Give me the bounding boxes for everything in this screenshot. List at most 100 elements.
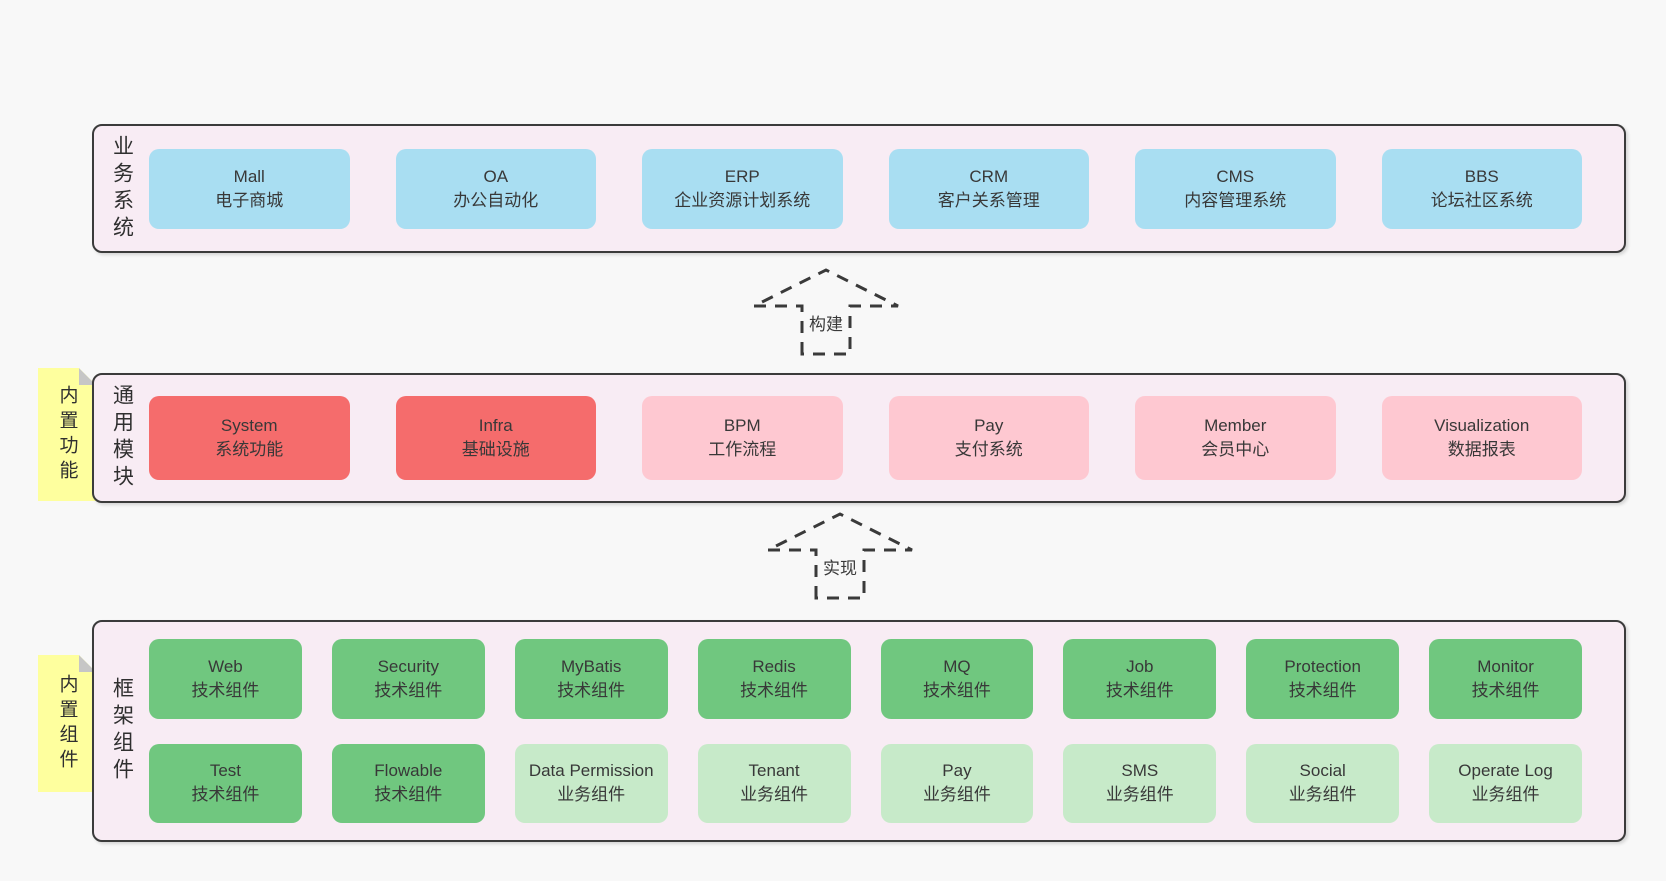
box-title: Mall [233,166,265,186]
box-title: Member [1204,416,1267,435]
box-title: Flowable [374,761,443,781]
up-arrow-icon [753,268,899,356]
box-subtitle: 业务组件 [557,785,626,805]
layer-label-business: 业务系统 [110,134,134,243]
box-monitor: Monitor 技术组件 [1429,639,1582,719]
box-title: Redis [752,656,796,676]
arrow-build-label: 构建 [809,315,843,334]
box-subtitle: 技术组件 [1105,680,1174,700]
modules-box-row: System 系统功能 Infra 基础设施 BPM 工作流程 Pay 支付系统… [149,375,1624,501]
box-social: Social 业务组件 [1246,743,1400,823]
box-mall: Mall 电子商城 [149,148,350,229]
box-subtitle: 办公自动化 [453,190,539,210]
box-title: Social [1299,761,1346,781]
box-subtitle: 会员中心 [1201,440,1270,459]
box-crm: CRM 客户关系管理 [888,148,1089,229]
layer-common-modules: 通用模块 System 系统功能 Infra 基础设施 BPM 工作流程 Pay… [92,373,1626,503]
arrow-implement: 实现 [765,512,915,600]
box-title: Web [208,656,243,676]
box-subtitle: 系统功能 [215,440,284,459]
box-title: CMS [1216,166,1255,186]
box-oa: OA 办公自动化 [395,148,596,229]
box-title: Visualization [1434,416,1530,435]
box-web: Web 技术组件 [149,639,302,719]
box-title: OA [483,166,509,186]
up-arrow-icon [767,512,913,600]
box-title: Data Permission [528,761,654,781]
box-operate-log: Operate Log 业务组件 [1429,743,1582,823]
box-title: Operate Log [1458,761,1553,781]
box-subtitle: 业务组件 [1471,785,1540,805]
framework-box-grid: Web 技术组件 Security 技术组件 MyBatis 技术组件 Redi… [149,622,1624,840]
box-title: Job [1126,656,1154,676]
box-title: BPM [723,416,761,435]
box-bbs: BBS 论坛社区系统 [1381,148,1582,229]
box-tenant: Tenant 业务组件 [697,743,851,823]
box-system: System 系统功能 [149,396,350,480]
box-subtitle: 技术组件 [1288,680,1357,700]
box-subtitle: 支付系统 [954,440,1023,459]
sticky-tab-label: 内置功能 [56,384,78,485]
box-title: Infra [478,416,513,435]
box-title: Pay [974,416,1004,435]
box-subtitle: 技术组件 [191,680,260,700]
sticky-tab-label: 内置组件 [56,673,78,774]
box-title: CRM [969,166,1009,186]
box-subtitle: 客户关系管理 [937,190,1040,210]
box-title: SMS [1121,761,1159,781]
box-title: Protection [1284,656,1361,676]
box-title: Tenant [748,761,800,781]
arrow-build: 构建 [751,268,901,356]
box-subtitle: 基础设施 [461,440,530,459]
box-title: Security [377,656,440,676]
sticky-tab-built-in-features: 内置功能 [38,368,96,501]
box-subtitle: 论坛社区系统 [1430,190,1533,210]
box-subtitle: 内容管理系统 [1184,190,1287,210]
arrow-implement-label: 实现 [823,559,857,578]
box-visualization: Visualization 数据报表 [1381,396,1582,480]
box-subtitle: 技术组件 [740,680,809,700]
box-pay-module: Pay 支付系统 [888,396,1089,480]
box-subtitle: 技术组件 [191,785,260,805]
layer-label-modules: 通用模块 [110,384,134,492]
box-member: Member 会员中心 [1135,396,1336,480]
box-bpm: BPM 工作流程 [642,396,843,480]
box-subtitle: 技术组件 [374,680,443,700]
box-subtitle: 业务组件 [740,785,809,805]
layer-label-framework: 框架组件 [110,677,134,785]
box-sms: SMS 业务组件 [1063,743,1217,823]
box-subtitle: 工作流程 [708,440,777,459]
box-subtitle: 业务组件 [922,785,991,805]
box-pay-component: Pay 业务组件 [880,743,1034,823]
box-data-permission: Data Permission 业务组件 [514,743,668,823]
box-title: BBS [1464,166,1499,186]
box-subtitle: 技术组件 [1471,680,1540,700]
sticky-tab-built-in-components: 内置组件 [38,655,96,792]
box-flowable: Flowable 技术组件 [331,743,485,823]
box-job: Job 技术组件 [1063,639,1217,719]
box-security: Security 技术组件 [331,639,485,719]
box-redis: Redis 技术组件 [697,639,851,719]
box-mybatis: MyBatis 技术组件 [514,639,668,719]
box-title: System [220,416,278,435]
box-subtitle: 数据报表 [1447,440,1516,459]
box-protection: Protection 技术组件 [1246,639,1400,719]
box-title: Monitor [1477,656,1534,676]
box-cms: CMS 内容管理系统 [1135,148,1336,229]
box-subtitle: 技术组件 [922,680,991,700]
box-erp: ERP 企业资源计划系统 [642,148,843,229]
box-title: MQ [943,656,971,676]
business-box-row: Mall 电子商城 OA 办公自动化 ERP 企业资源计划系统 CRM 客户关系… [149,126,1624,251]
layer-framework-components: 框架组件 Web 技术组件 Security 技术组件 MyBatis 技术组件… [92,620,1626,842]
box-subtitle: 业务组件 [1105,785,1174,805]
box-subtitle: 电子商城 [215,190,284,210]
box-subtitle: 技术组件 [374,785,443,805]
box-title: Test [209,761,242,781]
layer-business-systems: 业务系统 Mall 电子商城 OA 办公自动化 ERP 企业资源计划系统 CRM… [92,124,1626,253]
box-subtitle: 业务组件 [1288,785,1357,805]
box-subtitle: 企业资源计划系统 [674,190,811,210]
box-title: ERP [724,166,760,186]
box-infra: Infra 基础设施 [395,396,596,480]
box-title: Pay [942,761,972,781]
